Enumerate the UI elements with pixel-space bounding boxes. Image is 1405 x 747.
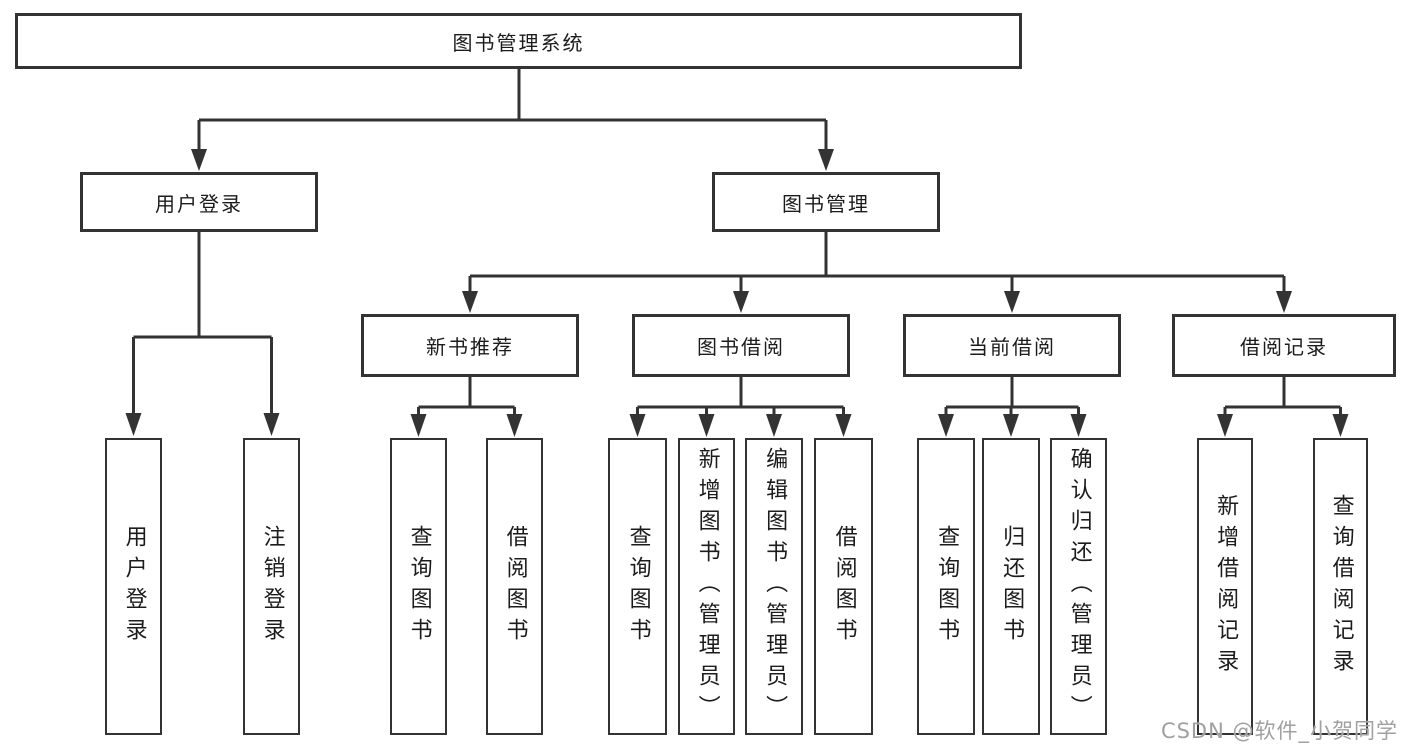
leaf-label: 新增图书（管理员） (694, 447, 720, 726)
watermark: CSDN @软件_小贺同学 (1160, 719, 1398, 743)
node-borrow-records: 借阅记录 (1172, 314, 1396, 377)
node-book-mgmt: 图书管理 (712, 172, 940, 232)
arrowhead-icon (629, 414, 646, 437)
leaf-label: 归还图书 (999, 524, 1025, 649)
arrowhead-icon (410, 414, 427, 437)
leaf-label: 查询图书 (934, 524, 960, 649)
connector-current-borrow (944, 377, 1080, 414)
arrowhead-icon (835, 414, 852, 437)
arrowhead-icon (1276, 291, 1292, 313)
node-user-login: 用户登录 (80, 172, 318, 232)
leaf-label: 借阅图书 (502, 524, 528, 649)
node-root: 图书管理系统 (15, 13, 1022, 69)
arrowhead-icon (462, 291, 478, 313)
arrowhead-icon (1003, 414, 1019, 437)
arrowhead-icon (191, 149, 207, 171)
arrowhead-icon (263, 413, 280, 436)
arrowhead-icon (1217, 414, 1233, 437)
arrowhead-icon (1004, 291, 1020, 313)
leaf-records-add: 新增借阅记录 (1197, 438, 1253, 735)
connector-user-login (132, 232, 273, 414)
leaf-label: 确认归还（管理员） (1066, 447, 1092, 726)
leaf-borrow-borrow: 借阅图书 (814, 438, 873, 735)
leaf-label: 新增借阅记录 (1213, 493, 1239, 680)
connector-borrow-records (1223, 377, 1342, 414)
leaf-borrow-query: 查询图书 (608, 438, 667, 735)
leaf-user-login: 用户登录 (105, 438, 162, 735)
leaf-borrow-edit: 编辑图书（管理员） (745, 438, 803, 735)
leaf-current-return: 归还图书 (982, 438, 1040, 735)
leaf-label: 查询图书 (406, 524, 432, 649)
arrowhead-icon (733, 291, 749, 313)
leaf-label: 借阅图书 (831, 524, 857, 649)
leaf-borrow-add: 新增图书（管理员） (678, 438, 735, 735)
leaf-label: 编辑图书（管理员） (762, 447, 788, 726)
node-new-books: 新书推荐 (361, 314, 579, 377)
connector-line-group (132, 69, 1342, 414)
leaf-label: 查询图书 (625, 524, 651, 649)
node-book-borrow: 图书借阅 (632, 314, 850, 377)
connector-book-mgmt (468, 232, 1286, 292)
arrowhead-icon (1070, 414, 1087, 437)
leaf-logout: 注销登录 (243, 438, 300, 735)
arrowhead-icon (1332, 414, 1349, 437)
leaf-current-query: 查询图书 (917, 438, 975, 735)
leaf-label: 用户登录 (121, 524, 147, 649)
leaf-label: 查询借阅记录 (1328, 493, 1354, 680)
leaf-records-query: 查询借阅记录 (1313, 438, 1368, 735)
arrowheads-group (125, 149, 1349, 437)
connector-root (197, 69, 828, 150)
leaf-label: 注销登录 (259, 524, 285, 649)
leaf-newbooks-query: 查询图书 (390, 438, 447, 735)
arrowhead-icon (698, 414, 715, 437)
arrowhead-icon (818, 149, 834, 171)
arrowhead-icon (938, 414, 954, 437)
leaf-newbooks-borrow: 借阅图书 (486, 438, 543, 735)
arrowhead-icon (125, 413, 142, 436)
leaf-current-confirm: 确认归还（管理员） (1050, 438, 1107, 735)
connector-new-books (417, 377, 516, 414)
arrowhead-icon (766, 414, 782, 437)
node-current-borrow: 当前借阅 (903, 314, 1121, 377)
connector-book-borrow (636, 377, 845, 414)
arrowhead-icon (506, 414, 523, 437)
